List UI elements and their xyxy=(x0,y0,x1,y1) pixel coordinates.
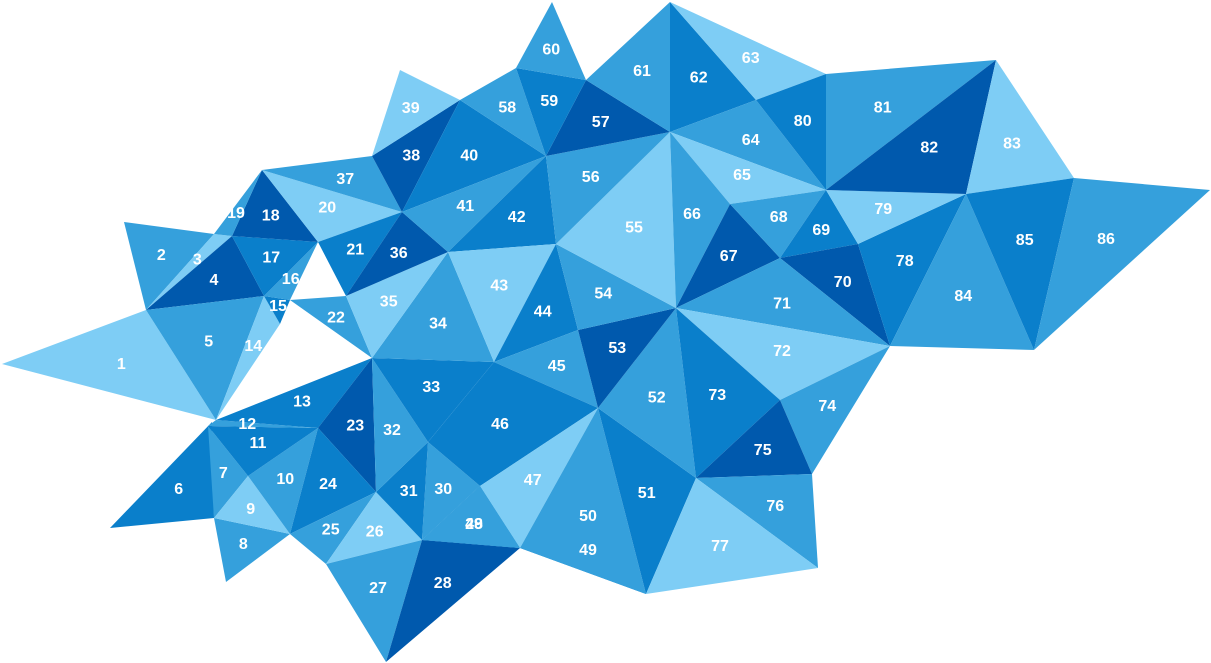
tile-number-48: 48 xyxy=(465,516,483,533)
tile-number-39: 39 xyxy=(402,100,420,117)
tile-number-8: 8 xyxy=(239,536,248,553)
tile-number-64: 64 xyxy=(742,132,760,149)
tile-number-53: 53 xyxy=(608,340,626,357)
tile-number-42: 42 xyxy=(508,209,526,226)
tile-number-18: 18 xyxy=(262,208,280,225)
tile-number-52: 52 xyxy=(648,390,666,407)
tile-number-44: 44 xyxy=(534,304,552,321)
tile-number-54: 54 xyxy=(594,286,612,303)
tile-number-78: 78 xyxy=(896,253,914,270)
tile-number-47: 47 xyxy=(524,472,542,489)
tile-number-9: 9 xyxy=(246,501,255,518)
tile-number-50: 50 xyxy=(579,508,597,525)
tile-number-31: 31 xyxy=(400,483,418,500)
tile-number-17: 17 xyxy=(262,250,280,267)
tile-number-77: 77 xyxy=(711,538,729,555)
tile-number-60: 60 xyxy=(542,42,560,59)
tile-number-6: 6 xyxy=(174,481,183,498)
tile-number-27: 27 xyxy=(369,580,387,597)
tile-number-11: 11 xyxy=(250,435,267,452)
tile-number-57: 57 xyxy=(592,114,610,131)
tile-number-23: 23 xyxy=(346,418,364,435)
tile-number-58: 58 xyxy=(498,100,516,117)
tile-number-67: 67 xyxy=(720,248,738,265)
tile-number-2: 2 xyxy=(157,247,166,264)
tile-number-37: 37 xyxy=(336,171,354,188)
tile-number-24: 24 xyxy=(319,476,337,493)
tile-number-84: 84 xyxy=(954,288,972,305)
tile-number-59: 59 xyxy=(540,93,558,110)
tile-number-55: 55 xyxy=(625,220,643,237)
tile-number-36: 36 xyxy=(390,245,408,262)
tile-number-72: 72 xyxy=(773,343,791,360)
tile-number-34: 34 xyxy=(429,316,447,333)
tile-number-74: 74 xyxy=(818,398,836,415)
triangle-tile-6 xyxy=(110,422,214,528)
tile-number-40: 40 xyxy=(460,148,478,165)
tile-number-32: 32 xyxy=(383,422,401,439)
tile-number-16: 16 xyxy=(282,271,300,288)
tile-number-79: 79 xyxy=(874,201,892,218)
tile-number-12: 12 xyxy=(238,416,256,433)
tile-number-10: 10 xyxy=(276,471,294,488)
tile-number-49: 49 xyxy=(579,542,597,559)
tile-number-63: 63 xyxy=(742,50,760,67)
tile-number-83: 83 xyxy=(1003,136,1021,153)
tile-number-45: 45 xyxy=(548,358,566,375)
tile-number-26: 26 xyxy=(366,524,384,541)
tile-number-15: 15 xyxy=(269,298,287,315)
tile-number-76: 76 xyxy=(766,498,784,515)
tile-number-14: 14 xyxy=(244,338,262,355)
tile-number-7: 7 xyxy=(219,465,228,482)
tile-number-25: 25 xyxy=(322,522,340,539)
tile-number-19: 19 xyxy=(227,205,245,222)
tile-number-35: 35 xyxy=(380,294,398,311)
tile-number-5: 5 xyxy=(204,334,213,351)
tile-number-28: 28 xyxy=(434,575,452,592)
tile-number-22: 22 xyxy=(327,310,345,327)
tile-number-61: 61 xyxy=(633,63,651,80)
tile-number-85: 85 xyxy=(1016,232,1034,249)
tile-number-71: 71 xyxy=(773,296,791,313)
tile-number-43: 43 xyxy=(490,278,508,295)
tile-number-82: 82 xyxy=(920,140,938,157)
tile-number-51: 51 xyxy=(638,485,656,502)
tile-number-70: 70 xyxy=(834,274,852,291)
tile-number-41: 41 xyxy=(456,198,474,215)
tile-number-1: 1 xyxy=(117,356,126,373)
tile-number-75: 75 xyxy=(754,442,772,459)
tile-number-38: 38 xyxy=(402,148,420,165)
tile-number-30: 30 xyxy=(434,481,452,498)
tile-number-73: 73 xyxy=(708,387,726,404)
tile-number-3: 3 xyxy=(193,252,202,269)
tile-number-4: 4 xyxy=(210,272,219,289)
tile-number-33: 33 xyxy=(422,379,440,396)
tile-number-65: 65 xyxy=(733,167,751,184)
tile-number-56: 56 xyxy=(582,169,600,186)
tile-number-69: 69 xyxy=(812,222,830,239)
tile-number-46: 46 xyxy=(491,416,509,433)
tile-number-81: 81 xyxy=(874,100,892,117)
tile-number-20: 20 xyxy=(318,200,336,217)
tile-number-21: 21 xyxy=(346,242,364,259)
tile-number-86: 86 xyxy=(1097,231,1115,248)
tile-number-68: 68 xyxy=(770,209,788,226)
tile-number-80: 80 xyxy=(794,113,812,130)
tile-number-66: 66 xyxy=(683,206,701,223)
tile-number-13: 13 xyxy=(293,394,311,411)
tile-number-62: 62 xyxy=(690,70,708,87)
